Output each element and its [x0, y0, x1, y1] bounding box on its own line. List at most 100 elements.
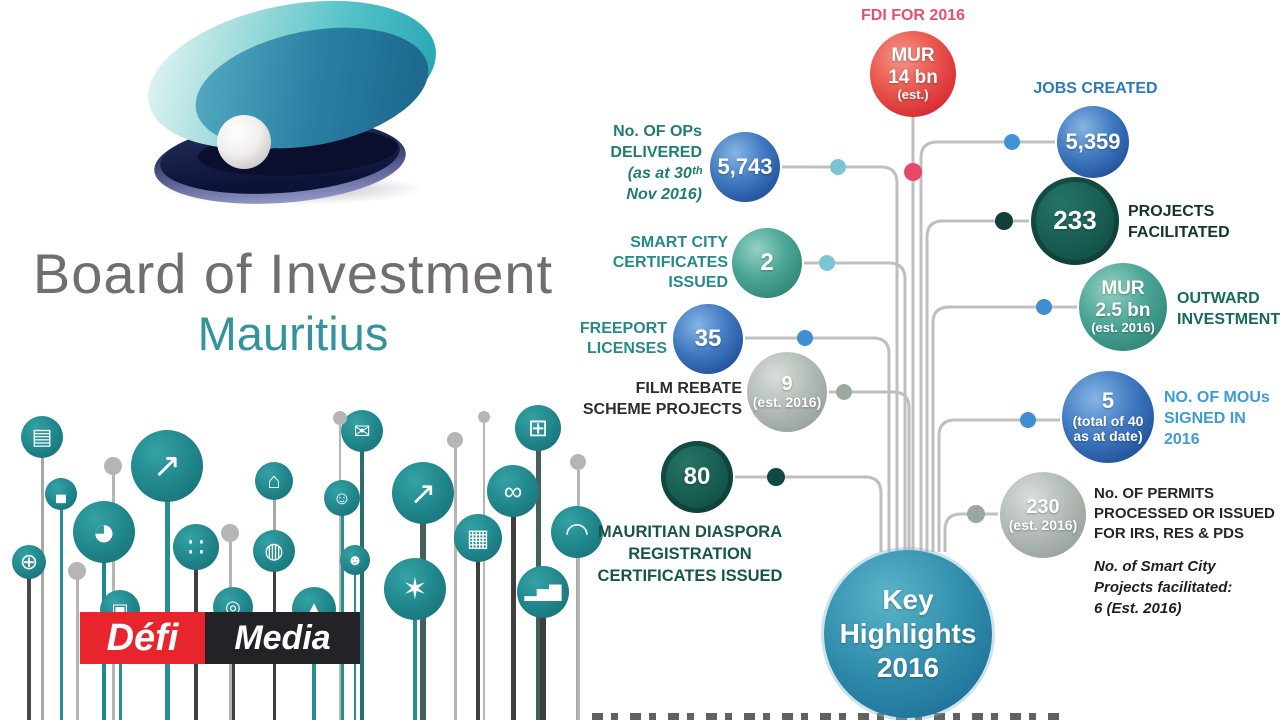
- bubble-value-line: (total of 40: [1072, 412, 1144, 429]
- label-line: FREEPORT: [579, 320, 667, 337]
- bubble-value-line: 35: [694, 324, 722, 352]
- stem-dot: [104, 457, 122, 475]
- pearl-icon: [217, 115, 271, 169]
- outward-label: OUTWARD INVESTMENT: [1177, 288, 1280, 330]
- scatter-plot-icon: ∷: [173, 524, 219, 570]
- label-line: REGISTRATION: [628, 545, 752, 563]
- label-line: FDI FOR 2016: [860, 7, 966, 24]
- film-branch-dot: [836, 384, 852, 400]
- ops-branch-dot: [830, 159, 846, 175]
- stem-dot: [68, 562, 86, 580]
- solar-panel-icon: ▦: [454, 514, 502, 562]
- freeport-label: FREEPORT LICENSES: [517, 319, 667, 359]
- fdi-branch-dot: [904, 163, 922, 181]
- people-network-icon: ☺: [332, 487, 352, 508]
- bubble-value-line: 5: [1101, 388, 1115, 414]
- smartcity-circle: 2: [732, 228, 802, 298]
- label-line: NO. OF MOUs: [1164, 389, 1270, 406]
- label-line: CERTIFICATES ISSUED: [597, 567, 783, 585]
- label-line: FOR IRS, RES & PDS: [1094, 525, 1245, 542]
- media-logo-part: Media: [205, 612, 360, 664]
- stem-dot: [221, 524, 239, 542]
- bubble-value-line: (est. 2016): [1008, 517, 1078, 534]
- projects-branch-dot: [995, 212, 1013, 230]
- film-circle: 9(est. 2016): [747, 352, 827, 432]
- lightbulb-icon: ◍: [253, 530, 295, 572]
- jobs-label: JOBS CREATED: [1023, 79, 1168, 99]
- bubble-value-line: MUR: [1101, 278, 1145, 300]
- bar-chart-icon: ▂▅▇: [524, 584, 562, 601]
- icon-stem: [540, 592, 546, 720]
- label-line: INVESTMENT: [1177, 311, 1280, 328]
- label-line: ISSUED: [668, 274, 728, 291]
- stem-dot: [447, 432, 463, 448]
- defi-media-logo: Défi Media: [80, 612, 360, 664]
- bubble-value-line: 233: [1053, 205, 1097, 236]
- projects-circle: 233: [1031, 177, 1119, 265]
- jobs-branch-dot: [1004, 134, 1020, 150]
- smartcity-branch-dot: [819, 255, 835, 271]
- branch-line: [925, 219, 1029, 552]
- icon-stem: [476, 538, 480, 720]
- stem-dot: [570, 454, 586, 470]
- label-line: FILM REBATE: [635, 380, 742, 397]
- logo-title: Board of Investment: [32, 242, 554, 305]
- label-line: LICENSES: [586, 340, 667, 357]
- label-line: SIGNED IN: [1164, 410, 1246, 427]
- branch-line: [804, 261, 907, 552]
- boi-logo: [135, 0, 449, 235]
- branch-line: [829, 390, 911, 552]
- label-line: PROJECTS: [1128, 203, 1215, 220]
- handshake-people-icon: ∞: [487, 465, 539, 517]
- branch-line: [937, 418, 1060, 552]
- bubble-value-line: 9: [781, 372, 793, 395]
- scatter-plot-icon: ∷: [187, 531, 205, 562]
- bubble-value-line: 14 bn: [888, 66, 938, 88]
- chat-bubbles-icon: ✉: [341, 410, 383, 452]
- icon-stem: [164, 466, 170, 720]
- globe-icon: ⊕: [19, 549, 39, 574]
- bubble-value-line: 2: [760, 248, 774, 276]
- icon-stem: [27, 562, 31, 720]
- branch-line: [943, 512, 998, 552]
- swoosh-icon: ◠: [564, 516, 590, 548]
- freeport-circle: 35: [673, 304, 743, 374]
- bubble-value-line: (est. 2016): [1091, 319, 1155, 335]
- bubble-value-line: as at date): [1073, 428, 1143, 445]
- bubble-value-line: Key: [882, 584, 934, 615]
- defi-logo-part: Défi: [80, 612, 205, 664]
- ops-circle: 5,743: [710, 132, 780, 202]
- label-line: DELIVERED: [610, 144, 702, 161]
- icon-stem: [483, 417, 485, 720]
- icon-stem: [312, 609, 316, 720]
- icon-stem: [413, 589, 417, 720]
- wind-turbine-icon: ✶: [384, 558, 446, 620]
- label-line: Nov 2016): [626, 186, 702, 203]
- label-line: SCHEME PROJECTS: [582, 401, 742, 418]
- org-chart-icon: ⊞: [515, 405, 561, 451]
- diaspora-circle: 80: [661, 441, 733, 513]
- label-line: OUTWARD: [1177, 290, 1260, 307]
- bubble-value-line: 5,359: [1065, 128, 1121, 154]
- label-line: JOBS CREATED: [1033, 80, 1158, 97]
- wind-turbine-icon: ✶: [402, 572, 428, 606]
- target-icon: ◎: [225, 596, 241, 617]
- people-network-icon: ☺: [324, 480, 360, 516]
- baby-face-icon: ☻: [347, 551, 363, 569]
- label-line: No. of Smart City: [1094, 558, 1216, 575]
- bubble-value-line: (est. 2016): [752, 394, 822, 411]
- freeport-branch-dot: [797, 330, 813, 346]
- label-line: CERTIFICATES: [612, 254, 728, 271]
- cutoff-caption: [592, 713, 1062, 720]
